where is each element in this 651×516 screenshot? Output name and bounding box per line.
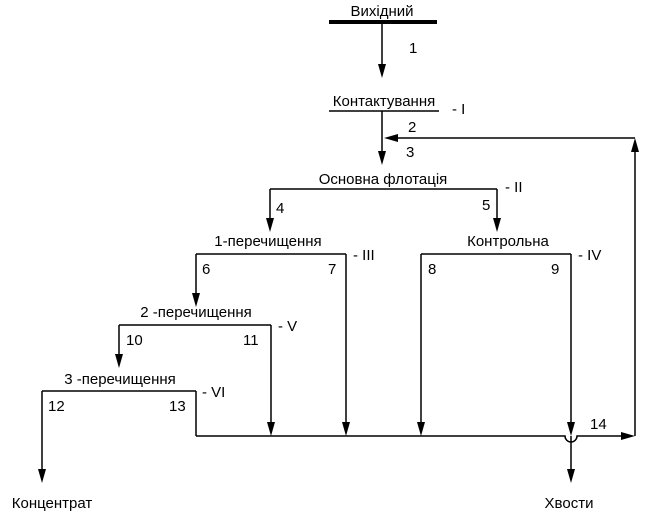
stream-3-arrow: [378, 151, 386, 165]
concentrate-label: Концентрат: [12, 495, 93, 512]
stream-9-arrow: [567, 422, 575, 436]
stream-10-label: 10: [126, 332, 143, 349]
stage-scavenger-roman: - IV: [578, 247, 601, 264]
stream-5-arrow: [493, 218, 501, 232]
stream-10-arrow: [115, 354, 123, 368]
stage-cleaning-2-roman: - V: [278, 318, 297, 335]
stage-cleaning-1-roman: - III: [353, 247, 375, 264]
stream-4-arrow: [266, 218, 274, 232]
stream-5-label: 5: [482, 197, 490, 214]
stage-contacting-label: Контактування: [333, 93, 436, 110]
stream-11-arrow: [267, 422, 275, 436]
stream-2-label: 2: [408, 119, 416, 136]
tails-label: Хвости: [545, 495, 594, 512]
stream-1-label: 1: [409, 40, 417, 57]
stream-3-label: 3: [406, 144, 414, 161]
stream-4-label: 4: [276, 200, 284, 217]
stream-14-arrow: [621, 432, 635, 440]
stream-8-label: 8: [428, 261, 436, 278]
stream-2-arrow: [384, 134, 398, 142]
stream-8-arrow: [417, 422, 425, 436]
stage-cleaning-3-roman: - VI: [202, 384, 225, 401]
stage-cleaning-3-label: 3 -перечищення: [64, 371, 176, 388]
stream-6-arrow: [192, 293, 200, 307]
stream-7-label: 7: [328, 261, 336, 278]
tails-arrow: [567, 469, 575, 483]
stream-13-label: 13: [169, 398, 186, 415]
stream-6-label: 6: [202, 261, 210, 278]
recycle-riser-arrow: [631, 138, 639, 152]
stage-cleaning-1-label: 1-перечищення: [214, 233, 321, 250]
stream-12-arrow: [38, 469, 46, 483]
stream-11-label: 11: [243, 332, 259, 349]
stage-cleaning-2-label: 2 -перечищення: [140, 304, 252, 321]
stage-scavenger-label: Контрольна: [467, 233, 549, 250]
source-label: Вихідний: [350, 3, 413, 20]
stream-12-label: 12: [48, 398, 65, 415]
stream-9-label: 9: [551, 261, 559, 278]
stage-main-flotation-roman: - II: [505, 179, 523, 196]
stream-14-label: 14: [590, 416, 607, 433]
stage-main-flotation-label: Основна флотація: [319, 171, 448, 188]
stream-1-arrow: [378, 64, 386, 78]
stream-7-arrow: [342, 422, 350, 436]
stream-14-collector-line: [196, 435, 626, 443]
stage-contacting-roman: - I: [452, 101, 465, 118]
